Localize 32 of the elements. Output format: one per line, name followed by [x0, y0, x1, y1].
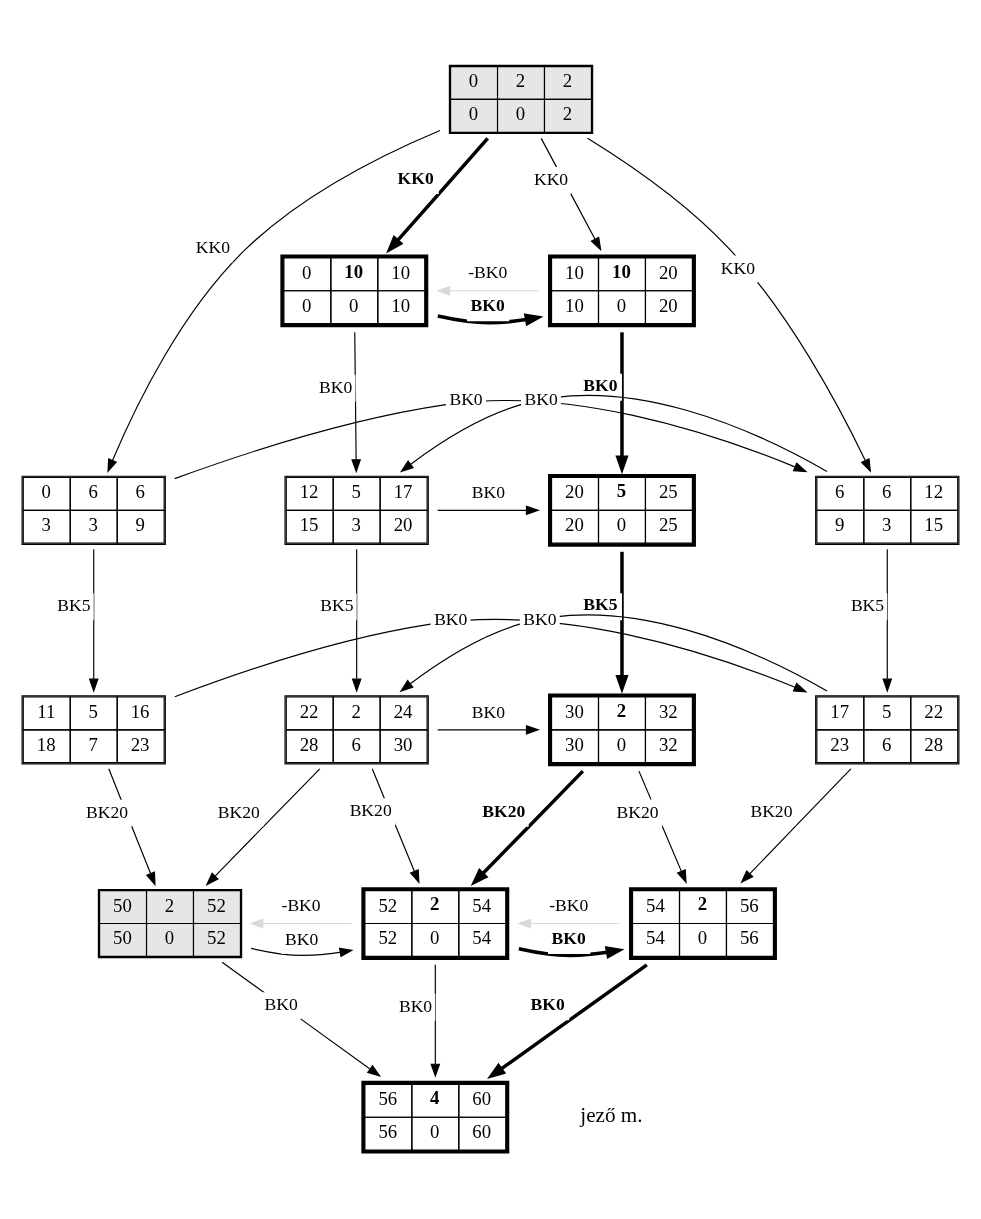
edge-label: BK5 — [320, 595, 354, 616]
edge-label: -BK0 — [549, 895, 589, 916]
edge-label: BK0 — [530, 994, 565, 1015]
edge-label: BK20 — [616, 801, 659, 822]
edge-label: BK5 — [850, 595, 885, 616]
edge-label: BK0 — [285, 929, 319, 950]
edge-label: BK5 — [583, 594, 618, 615]
edge-label: BK0 — [524, 389, 558, 410]
edge-label: BK0 — [398, 996, 433, 1017]
edge-label: KK0 — [720, 257, 756, 278]
edge-label: -BK0 — [468, 262, 508, 283]
edge-label: BK0 — [471, 701, 505, 722]
edge-label: BK0 — [319, 377, 353, 398]
label: jező m. — [580, 1103, 643, 1128]
edge-label: BK20 — [750, 800, 793, 821]
edge-label: KK0 — [533, 169, 569, 190]
edge-label: BK0 — [471, 481, 505, 502]
edge-label: BK20 — [349, 800, 392, 821]
edge-label: BK0 — [583, 374, 618, 395]
edge-label: KK0 — [195, 237, 231, 258]
edge-label: KK0 — [397, 167, 434, 188]
edge-label: BK0 — [470, 295, 505, 316]
edge-label: BK0 — [523, 608, 557, 629]
edge-label: BK20 — [217, 801, 260, 822]
edge-label: BK0 — [434, 608, 468, 629]
edge-label: BK20 — [86, 801, 129, 822]
edge-label: -BK0 — [281, 895, 321, 916]
edge-label: BK0 — [264, 994, 298, 1015]
edge-label: BK0 — [551, 928, 586, 949]
edge-label: BK20 — [482, 800, 526, 821]
edge-label: BK0 — [449, 389, 483, 410]
edge-label: BK5 — [57, 595, 91, 616]
